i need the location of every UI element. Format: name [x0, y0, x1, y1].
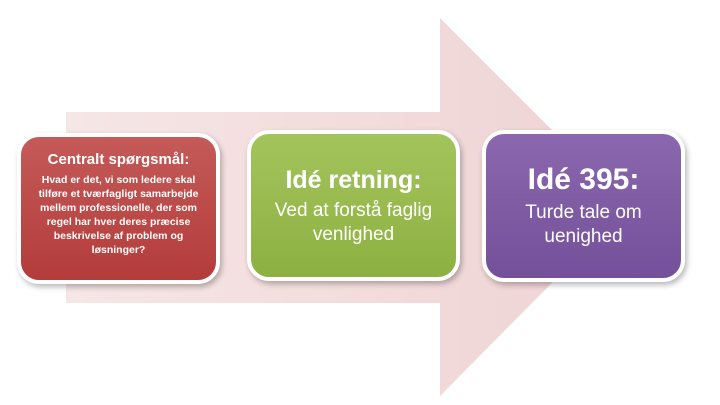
central-question-title: Centralt spørgsmål:: [47, 151, 190, 168]
idea-395-title: Idé 395:: [527, 163, 640, 196]
central-question-box: Centralt spørgsmål: Hvad er det, vi som …: [17, 133, 220, 284]
idea-395-text: Turde tale om uenighed: [525, 202, 642, 247]
idea-direction-text: Ved at forstå faglig venlighed: [274, 199, 433, 245]
idea-395-box: Idé 395: Turde tale om uenighed: [482, 130, 685, 282]
idea-direction-title: Idé retning:: [285, 165, 422, 194]
idea-direction-box: Idé retning: Ved at forstå faglig venlig…: [247, 130, 460, 281]
central-question-text: Hvad er det, vi som ledere skal tilføre …: [38, 174, 199, 256]
